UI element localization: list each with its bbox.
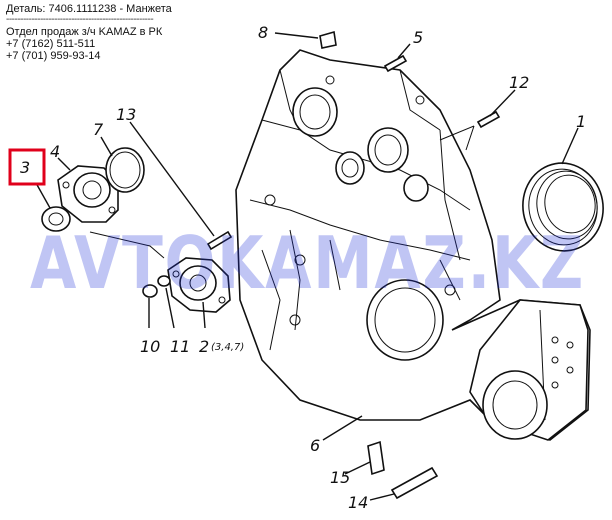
- cover-2-drawing: [167, 257, 231, 313]
- phone-2: +7 (701) 959-93-14: [6, 50, 101, 62]
- seal-1-drawing: [522, 162, 604, 252]
- stud-15-drawing: [367, 440, 385, 476]
- stud-5-drawing: [383, 54, 408, 73]
- flywheel-housing-drawing: [235, 49, 591, 441]
- callout-3: 3: [20, 158, 30, 177]
- callout-13: 13: [116, 105, 136, 124]
- callout-12: 12: [509, 73, 529, 92]
- assembly-line-left: [89, 231, 165, 259]
- phone-1: +7 (7162) 511-511: [6, 38, 96, 50]
- header-separator: ----------------------------------------…: [6, 14, 154, 25]
- callout-10: 10: [140, 337, 160, 356]
- cover-4-drawing: [57, 165, 119, 223]
- callout-14: 14: [348, 493, 368, 512]
- callout-8: 8: [258, 23, 268, 42]
- arrow-pair: [439, 125, 475, 151]
- callout-11: 11: [170, 337, 190, 356]
- callout-15: 15: [330, 468, 350, 487]
- nut-10-drawing: [142, 284, 158, 298]
- o-ring-7-drawing: [105, 147, 145, 193]
- callout-7: 7: [93, 120, 104, 139]
- callout-2-subitems: (3,4,7): [211, 342, 244, 353]
- cuff-3-drawing: [41, 206, 71, 232]
- callout-1: 1: [576, 112, 586, 131]
- washer-11-drawing: [157, 275, 171, 287]
- callout-4: 4: [50, 142, 60, 161]
- stud-14-drawing: [390, 466, 439, 500]
- part-detail-title: Деталь: 7406.1111238 - Манжета: [6, 3, 172, 15]
- sales-department: Отдел продаж з/ч KAMAZ в РК: [6, 26, 163, 38]
- stud-13-drawing: [206, 230, 233, 251]
- plug-8-drawing: [319, 30, 337, 49]
- callout-2: 2: [199, 337, 209, 356]
- callout-5: 5: [413, 28, 423, 47]
- highlight-box: [8, 148, 46, 186]
- stud-12-drawing: [476, 110, 501, 129]
- callout-6: 6: [310, 436, 320, 455]
- site-watermark: AVTOKAMAZ.KZ: [30, 221, 585, 305]
